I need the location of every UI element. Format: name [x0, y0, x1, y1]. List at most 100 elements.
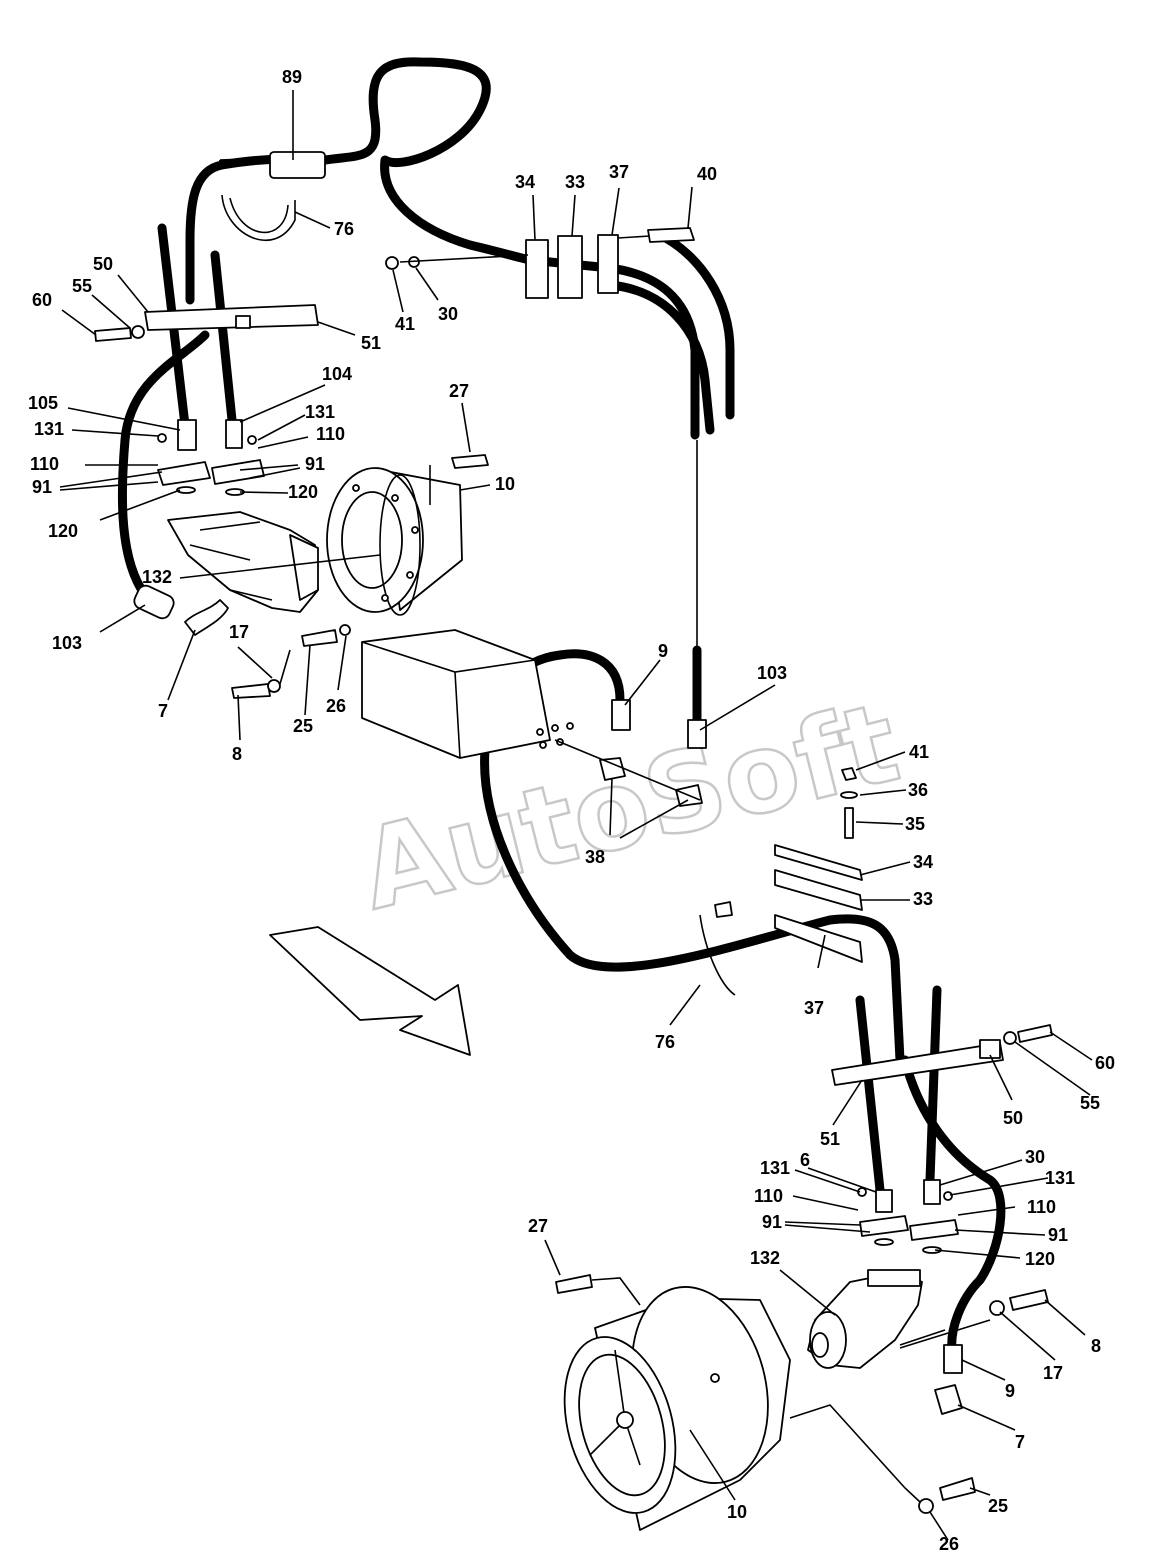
fitting-9-bottom [943, 1344, 963, 1374]
label-60-top: 60 [32, 290, 52, 310]
label-36: 36 [908, 780, 928, 800]
direction-arrow [269, 926, 471, 1056]
hose-6 [855, 995, 885, 1195]
label-51-top: 51 [361, 333, 381, 353]
part-labels: 89 76 34 33 37 40 41 30 50 55 60 51 104 … [28, 67, 1115, 1554]
nut-41-top [385, 256, 399, 270]
label-91-c: 91 [762, 1212, 782, 1232]
flange-91-bottom-left [859, 1215, 909, 1237]
clip-76-right [699, 914, 736, 996]
brackets-stack-right [699, 767, 863, 996]
flange-91-bottom-right [909, 1219, 959, 1241]
label-30-bottom: 30 [1025, 1147, 1045, 1167]
label-60-bottom: 60 [1095, 1053, 1115, 1073]
label-27-top: 27 [449, 381, 469, 401]
label-40: 40 [697, 164, 717, 184]
plate-51-top [144, 304, 319, 331]
label-33-right: 33 [913, 889, 933, 909]
label-104: 104 [322, 364, 352, 384]
label-110-a: 110 [30, 454, 59, 474]
label-105: 105 [28, 393, 58, 413]
hose-103-left [117, 330, 210, 600]
label-110-c: 110 [754, 1186, 783, 1206]
hose-104 [210, 250, 237, 425]
bracket-50-51-bottom [831, 1024, 1053, 1086]
label-110-d: 110 [1027, 1197, 1056, 1217]
label-91-d: 91 [1048, 1225, 1068, 1245]
nut-41-right [841, 767, 857, 781]
label-131-c: 131 [760, 1158, 790, 1178]
bolt-27-top [451, 454, 489, 469]
label-34-top: 34 [515, 172, 535, 192]
washer-55-bottom [1003, 1031, 1017, 1045]
label-27-bottom: 27 [528, 1216, 548, 1236]
stud-35 [844, 807, 854, 839]
bolt-60-bottom [1017, 1024, 1053, 1043]
flange-assembly-top [157, 419, 265, 496]
hose-9-right [900, 1055, 1006, 1355]
label-8-bottom: 8 [1091, 1336, 1101, 1356]
label-76-top: 76 [334, 219, 354, 239]
label-26-bottom: 26 [939, 1534, 959, 1554]
hose-middle-right [605, 280, 715, 435]
label-120-c: 120 [1025, 1249, 1055, 1269]
bolt-60-top [94, 327, 132, 342]
hose-30 [925, 985, 942, 1185]
label-76-right: 76 [655, 1032, 675, 1052]
label-131-d: 131 [1045, 1168, 1075, 1188]
brackets-34-33-37-top [385, 227, 695, 299]
fitting-104 [225, 419, 243, 449]
bracket-37-top [597, 234, 619, 294]
clip-76-top [221, 194, 296, 241]
label-17-bottom: 17 [1043, 1363, 1063, 1383]
plate-37-right [774, 914, 863, 963]
clamp-89-body [269, 151, 326, 179]
clamp-89 [217, 151, 326, 241]
label-89: 89 [282, 67, 302, 87]
flange-91-left [157, 461, 211, 486]
label-17-top: 17 [229, 622, 249, 642]
bolt-40 [647, 227, 695, 243]
fitting-105 [177, 419, 197, 451]
label-55-top: 55 [72, 276, 92, 296]
label-25-top: 25 [293, 716, 313, 736]
label-30-top: 30 [438, 304, 458, 324]
label-8-top: 8 [232, 744, 242, 764]
washer-36 [840, 791, 858, 799]
flange-91-right [211, 459, 265, 485]
motor-132-top [133, 511, 319, 636]
label-51-bottom: 51 [820, 1129, 840, 1149]
label-50-top: 50 [93, 254, 113, 274]
leader-lines [59, 90, 1093, 1541]
label-41-top: 41 [395, 314, 415, 334]
left-hose-89 [185, 154, 330, 305]
label-55-bottom: 55 [1080, 1093, 1100, 1113]
bolt-8-bottom [1009, 1289, 1049, 1311]
label-103-center: 103 [757, 663, 787, 683]
elbow-38-left [599, 757, 626, 781]
label-9-center: 9 [658, 641, 668, 661]
label-9-bottom: 9 [1005, 1381, 1015, 1401]
wheel-hub-10-bottom [555, 1274, 1049, 1531]
label-7-bottom: 7 [1015, 1432, 1025, 1452]
fitting-30 [923, 1179, 941, 1205]
label-33-top: 33 [565, 172, 585, 192]
bolt-8-top [231, 683, 271, 699]
label-132-bottom: 132 [750, 1248, 780, 1268]
tank-box [361, 629, 707, 807]
label-41-right: 41 [909, 742, 929, 762]
plate-51-bottom [831, 1042, 1004, 1086]
label-26-top: 26 [326, 696, 346, 716]
label-91-b: 91 [305, 454, 325, 474]
label-6: 6 [800, 1150, 810, 1170]
fitting-103-left [133, 584, 175, 620]
hose-far-right [655, 230, 735, 420]
label-120-b: 120 [288, 482, 318, 502]
washer-55-top [131, 325, 145, 339]
plate-33-right [774, 869, 863, 911]
upper-loop-hose [320, 57, 535, 265]
washer-17-top [267, 679, 281, 693]
label-50-bottom: 50 [1003, 1108, 1023, 1128]
